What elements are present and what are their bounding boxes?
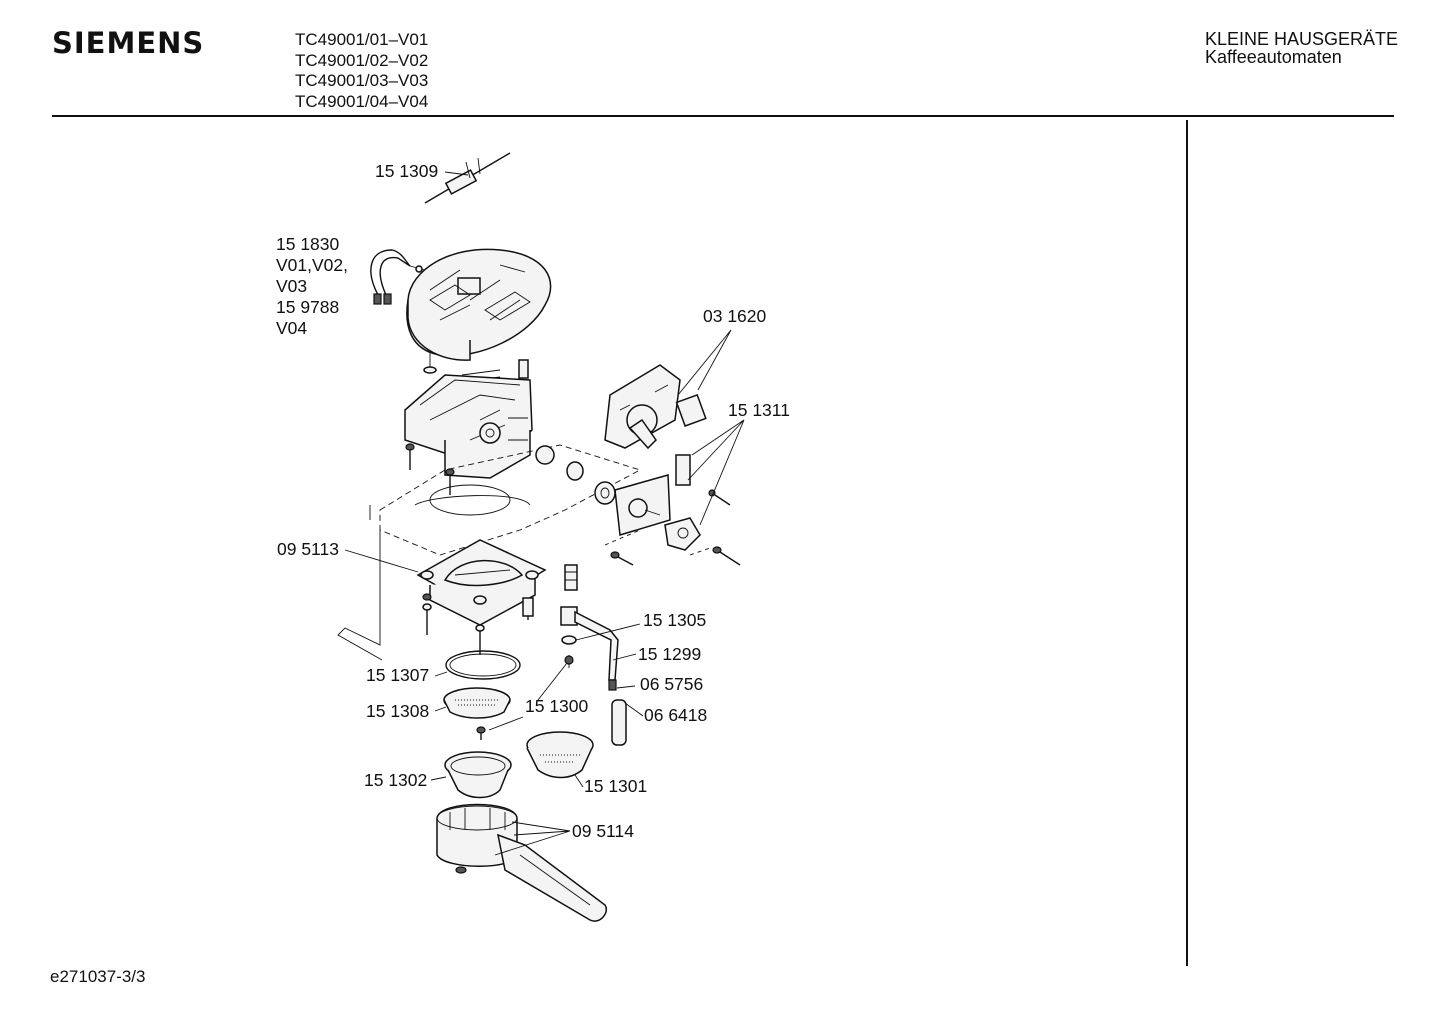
label-part-095114: 09 5114: [572, 821, 634, 841]
part-heater-cover-drawing: [406, 248, 552, 361]
part-plate-screws-drawing: [422, 593, 534, 655]
label-part-065756: 06 5756: [640, 674, 704, 694]
part-small-fasteners-drawing: [423, 353, 529, 383]
part-filter-basket-2-drawing: [526, 731, 594, 779]
part-filter-basket-drawing: [444, 751, 512, 799]
label-part-066418: 06 6418: [644, 705, 708, 725]
category-title: KLEINE HAUSGERÄTE: [1205, 29, 1399, 49]
part-switch-plate-drawing: [604, 364, 707, 450]
label-part-151311: 15 1311: [728, 400, 790, 420]
label-part-159788: 15 9788: [276, 297, 340, 317]
part-switch-mount-drawing: [614, 454, 701, 551]
part-shower-screen-drawing: [443, 687, 511, 719]
part-cable-connector-drawing: [424, 152, 511, 204]
label-part-151301: 15 1301: [584, 776, 648, 796]
model-number: TC49001/01–V01: [295, 30, 429, 49]
leader-lines: [344, 171, 745, 856]
label-variant-v04: V04: [276, 318, 308, 338]
document-reference: e271037-3/3: [50, 967, 146, 986]
part-brew-head-plate-drawing: [416, 539, 547, 626]
label-part-151307: 15 1307: [366, 665, 430, 685]
label-part-151299: 15 1299: [638, 644, 702, 664]
label-part-151308: 15 1308: [366, 701, 430, 721]
part-cable-harness-drawing: [370, 249, 426, 305]
label-part-151300: 15 1300: [525, 696, 589, 716]
part-heater-block-drawing: [404, 374, 533, 479]
label-part-031620: 03 1620: [703, 306, 767, 326]
label-part-095113: 09 5113: [277, 539, 339, 559]
model-number: TC49001/04–V04: [295, 91, 429, 111]
brand-logo: SIEMENS: [52, 26, 205, 60]
part-o-ring-drawing: [445, 650, 521, 680]
right-margin-divider: [1186, 120, 1188, 966]
part-base-plate-drawing: [337, 444, 642, 661]
category-subtitle: Kaffeeautomaten: [1205, 47, 1342, 67]
part-portafilter-drawing: [436, 803, 607, 922]
part-loose-screws-drawing: [604, 489, 741, 566]
model-list: TC49001/01–V01 TC49001/02–V02 TC49001/03…: [295, 30, 428, 112]
model-number: TC49001/03–V03: [295, 71, 429, 90]
label-part-151830: 15 1830: [276, 234, 340, 254]
label-variant-list: V01,V02,: [276, 255, 348, 275]
part-steam-pipe-drawing: [560, 564, 627, 746]
model-number: TC49001/02–V02: [295, 50, 429, 70]
label-part-151302: 15 1302: [364, 770, 428, 790]
header-divider: [52, 115, 1394, 117]
category-block: KLEINE HAUSGERÄTE Kaffeeautomaten: [1205, 30, 1398, 66]
label-part-151309: 15 1309: [375, 161, 439, 181]
label-variant-v03: V03: [276, 276, 308, 296]
part-valve-seals-drawing: [535, 445, 616, 505]
part-screen-screw-drawing: [476, 726, 486, 740]
label-part-151305: 15 1305: [643, 610, 707, 630]
